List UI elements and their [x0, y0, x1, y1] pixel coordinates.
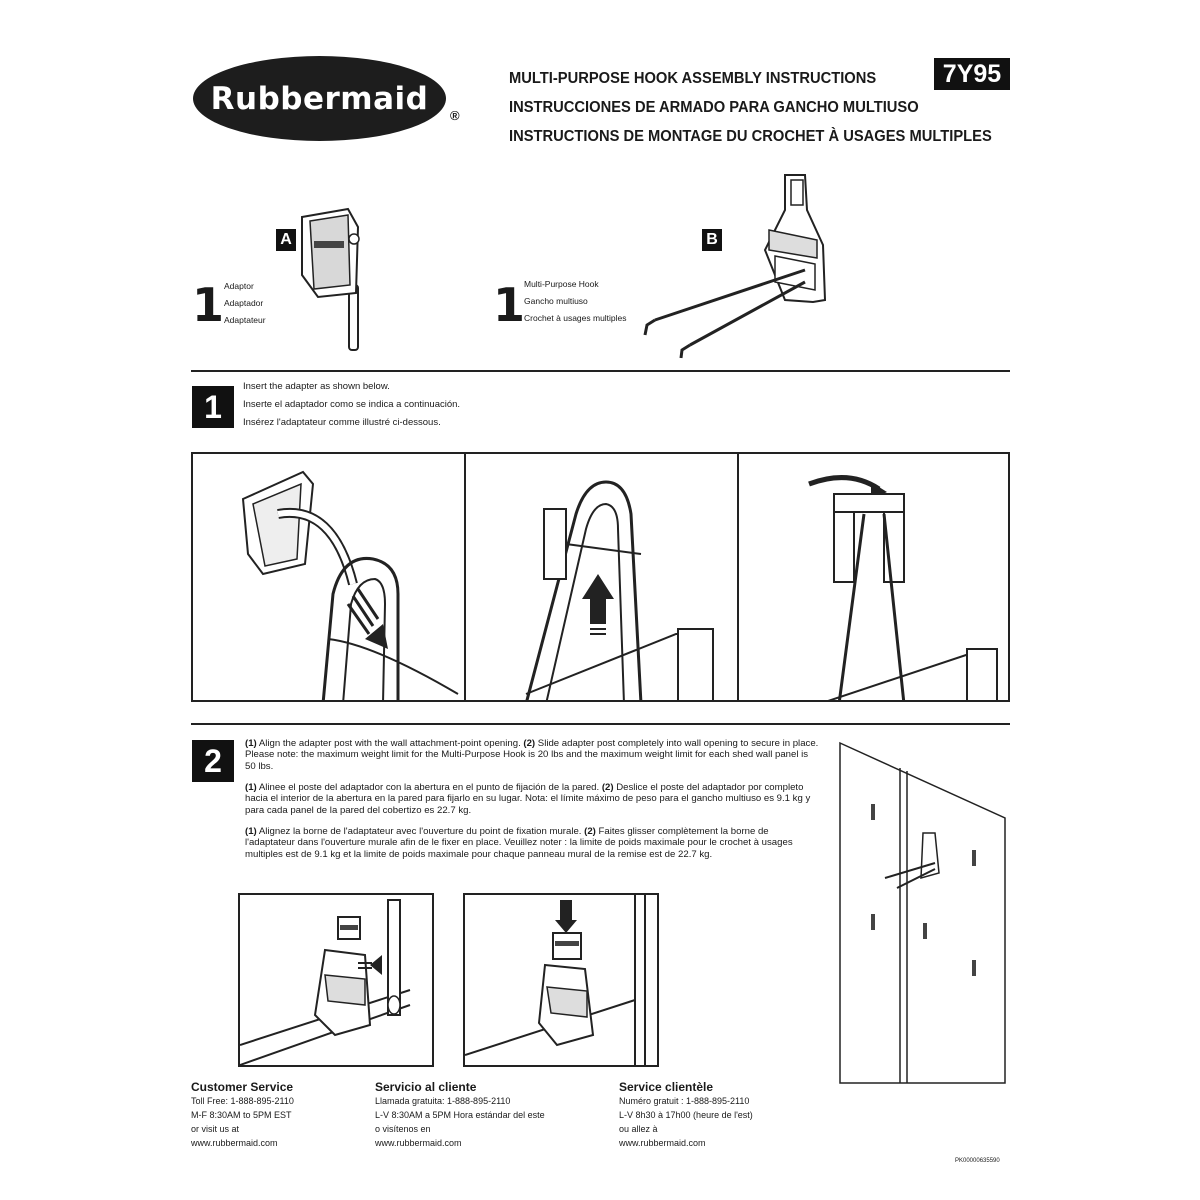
part-a-name-en: Adaptor: [224, 281, 254, 291]
title-fr: INSTRUCTIONS DE MONTAGE DU CROCHET À USA…: [509, 128, 992, 145]
divider-middle: [191, 723, 1010, 725]
footer-en-heading: Customer Service: [191, 1080, 294, 1094]
step-1-text: Insert the adapter as shown below. Inser…: [243, 378, 460, 432]
part-a-name-fr: Adaptateur: [224, 315, 266, 325]
step-2-es-text-1: Alinee el poste del adaptador con la abe…: [256, 782, 602, 793]
footer-en: Customer Service Toll Free: 1-888-895-21…: [191, 1080, 294, 1150]
step-1-en: Insert the adapter as shown below.: [243, 381, 390, 392]
step-2-en-marker-1: (1): [245, 738, 257, 749]
step-1-fr: Insérez l'adaptateur comme illustré ci-d…: [243, 417, 441, 428]
footer-en-text: Toll Free: 1-888-895-2110 M-F 8:30AM to …: [191, 1096, 294, 1148]
part-b-qty: 1: [493, 278, 526, 332]
step-2-en-text-2: Slide adapter post completely into wall …: [245, 738, 819, 772]
title-en: MULTI-PURPOSE HOOK ASSEMBLY INSTRUCTIONS: [509, 70, 877, 87]
step-1-panel-2: [464, 452, 739, 702]
part-a-letter: A: [276, 229, 296, 251]
step-2-fr-marker-1: (1): [245, 826, 257, 837]
footer-es-text: Llamada gratuita: 1-888-895-2110 L-V 8:3…: [375, 1096, 545, 1148]
footer-es: Servicio al cliente Llamada gratuita: 1-…: [375, 1080, 545, 1150]
step-2-en-marker-2: (2): [523, 738, 536, 749]
step-2-es-text-2: Deslice el poste del adaptador por compl…: [245, 782, 811, 816]
step-2-fr-text-2: Faites glisser complètement la borne de …: [245, 826, 793, 860]
part-b-letter: B: [702, 229, 722, 251]
registered-mark: ®: [450, 108, 460, 123]
step-1-es: Inserte el adaptador como se indica a co…: [243, 399, 461, 410]
footer-fr-text: Numéro gratuit : 1-888-895-2110 L-V 8h30…: [619, 1096, 753, 1148]
step-2-panel-1: [238, 893, 434, 1067]
shed-wall-illustration: [839, 741, 1006, 1084]
footer-fr: Service clientèle Numéro gratuit : 1-888…: [619, 1080, 753, 1150]
document-code: PK00000635590: [955, 1158, 1000, 1164]
step-2-fr: (1) Alignez la borne de l'adaptateur ave…: [245, 826, 820, 860]
logo-text: Rubbermaid: [210, 80, 429, 117]
push-post-illustration: [465, 895, 646, 1065]
step-2-fr-marker-2: (2): [584, 826, 596, 837]
part-a-qty: 1: [192, 278, 225, 332]
step-2-es-marker-2: (2): [601, 782, 614, 793]
step-2-en: (1) Align the adapter post with the wall…: [245, 738, 820, 772]
step-1-badge: 1: [192, 386, 234, 428]
model-number: 7Y95: [934, 58, 1010, 90]
part-a-names: Adaptor Adaptador Adaptateur: [224, 278, 266, 329]
step-2-es: (1) Alinee el poste del adaptador con la…: [245, 782, 820, 816]
lower-adapter-illustration: [808, 475, 998, 700]
step-2-fr-text-1: Alignez la borne de l'adaptateur avec l'…: [256, 826, 585, 837]
step-2-panel-2: [463, 893, 659, 1067]
step-2-es-marker-1: (1): [245, 782, 257, 793]
part-a-name-es: Adaptador: [224, 298, 264, 308]
adapter-icon: [301, 207, 360, 351]
footer-fr-heading: Service clientèle: [619, 1080, 714, 1094]
part-b-name-es: Gancho multiuso: [524, 296, 588, 306]
rubbermaid-logo: Rubbermaid: [193, 56, 446, 141]
insert-adapter-illustration: [241, 470, 459, 700]
title-es: INSTRUCCIONES DE ARMADO PARA GANCHO MULT…: [509, 99, 919, 116]
part-b-name-en: Multi-Purpose Hook: [524, 279, 599, 289]
slide-adapter-illustration: [525, 480, 714, 700]
step-2-badge: 2: [192, 740, 234, 782]
divider-top: [191, 370, 1010, 372]
step-2-en-text-1: Align the adapter post with the wall att…: [256, 738, 524, 749]
part-b-names: Multi-Purpose Hook Gancho multiuso Croch…: [524, 276, 627, 327]
hook-icon: [643, 174, 827, 359]
footer-es-heading: Servicio al cliente: [375, 1080, 477, 1094]
part-b-name-fr: Crochet à usages multiples: [524, 313, 627, 323]
align-post-illustration: [240, 899, 411, 1065]
step-1-panel-1: [191, 452, 466, 702]
step-1-panel-3: [737, 452, 1010, 702]
